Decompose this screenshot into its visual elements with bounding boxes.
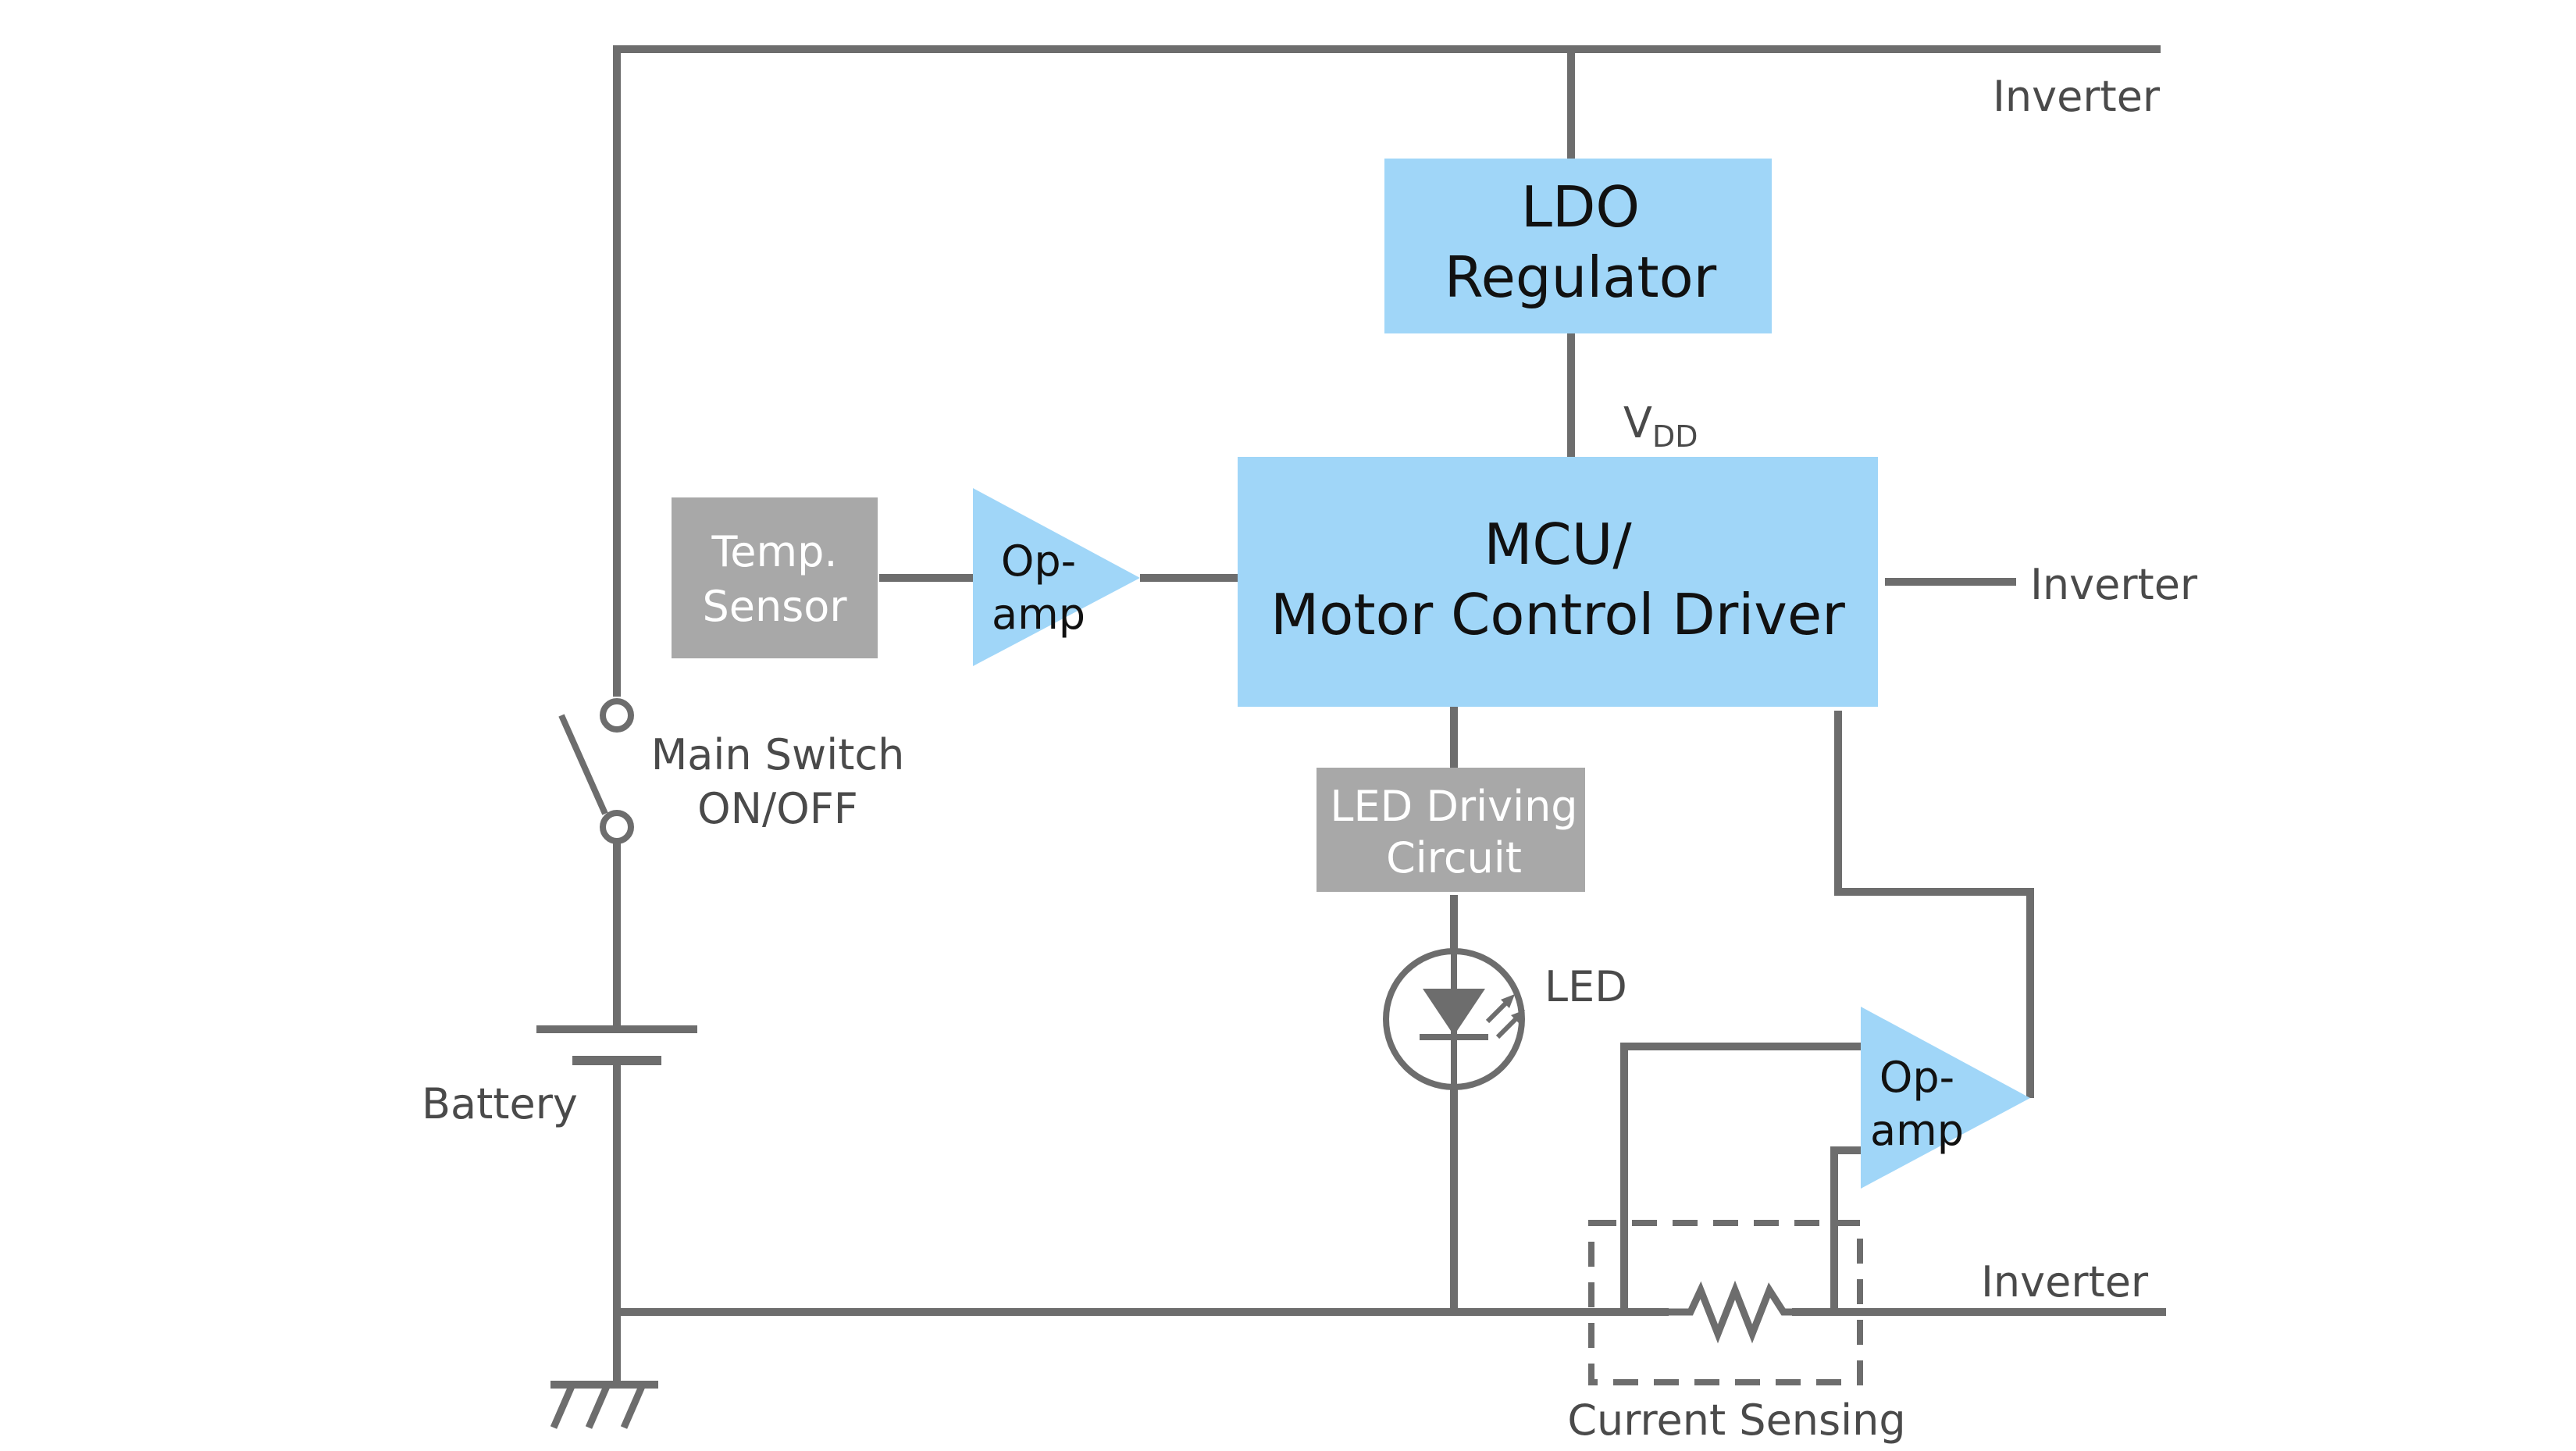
current-sensing-box — [1588, 1220, 1863, 1385]
upper-opamp-label-line1: Op- — [1001, 537, 1076, 586]
top-rail-wire — [613, 45, 2161, 697]
ldo-subtitle: Regulator — [1445, 244, 1717, 310]
current-sensing-label: Current Sensing — [1567, 1396, 1905, 1445]
main-switch-state-label: ON/OFF — [697, 784, 858, 833]
temp-sensor-box — [672, 497, 878, 658]
led-driving-title: LED Driving — [1330, 782, 1577, 831]
led-driving-subtitle: Circuit — [1386, 833, 1522, 882]
vdd-label: VDD — [1623, 398, 1698, 454]
upper-opamp-triangle — [973, 488, 1140, 666]
mcu-title: MCU/ — [1484, 512, 1632, 577]
sense-feedback-wire — [1834, 711, 2034, 1098]
switch-icon — [558, 698, 634, 844]
ldo-title: LDO — [1521, 174, 1640, 240]
inverter-label-top: Inverter — [1993, 72, 2161, 121]
led-icon — [1383, 948, 1525, 1090]
temp-sensor-subtitle: Sensor — [702, 582, 847, 631]
inverter-label-bottom: Inverter — [1981, 1257, 2149, 1307]
led-driving-box — [1317, 768, 1585, 892]
ground-icon — [550, 1381, 658, 1429]
current-sensing-group — [1588, 1220, 1863, 1385]
temp-sensor-title: Temp. — [711, 527, 837, 576]
temp-sensor-block: Temp. Sensor — [672, 497, 878, 658]
lower-opamp-label-line1: Op- — [1879, 1053, 1954, 1102]
wires — [613, 45, 2166, 1382]
lower-opamp-triangle — [1861, 1007, 2030, 1189]
ldo-regulator-box — [1384, 159, 1772, 333]
lower-opamp: Op- amp — [1861, 1007, 2030, 1189]
upper-opamp-label-line2: amp — [992, 590, 1085, 639]
led-driving-block: LED Driving Circuit — [1317, 768, 1585, 892]
main-switch-label: Main Switch — [651, 730, 905, 779]
upper-opamp: Op- amp — [973, 488, 1140, 666]
lower-opamp-label-line2: amp — [1870, 1106, 1964, 1155]
sense-right-wire — [1830, 1146, 1866, 1312]
mcu-box — [1238, 457, 1878, 707]
battery-label: Battery — [422, 1079, 578, 1128]
mcu-block: MCU/ Motor Control Driver — [1238, 457, 1878, 707]
sense-left-wire — [1620, 1043, 1866, 1312]
inverter-label-mid: Inverter — [2030, 560, 2198, 609]
led-label: LED — [1545, 962, 1627, 1011]
mcu-subtitle: Motor Control Driver — [1270, 582, 1845, 647]
ldo-regulator-block: LDO Regulator — [1384, 159, 1772, 333]
battery-icon — [536, 1025, 697, 1065]
resistor-icon — [1669, 1280, 1792, 1344]
